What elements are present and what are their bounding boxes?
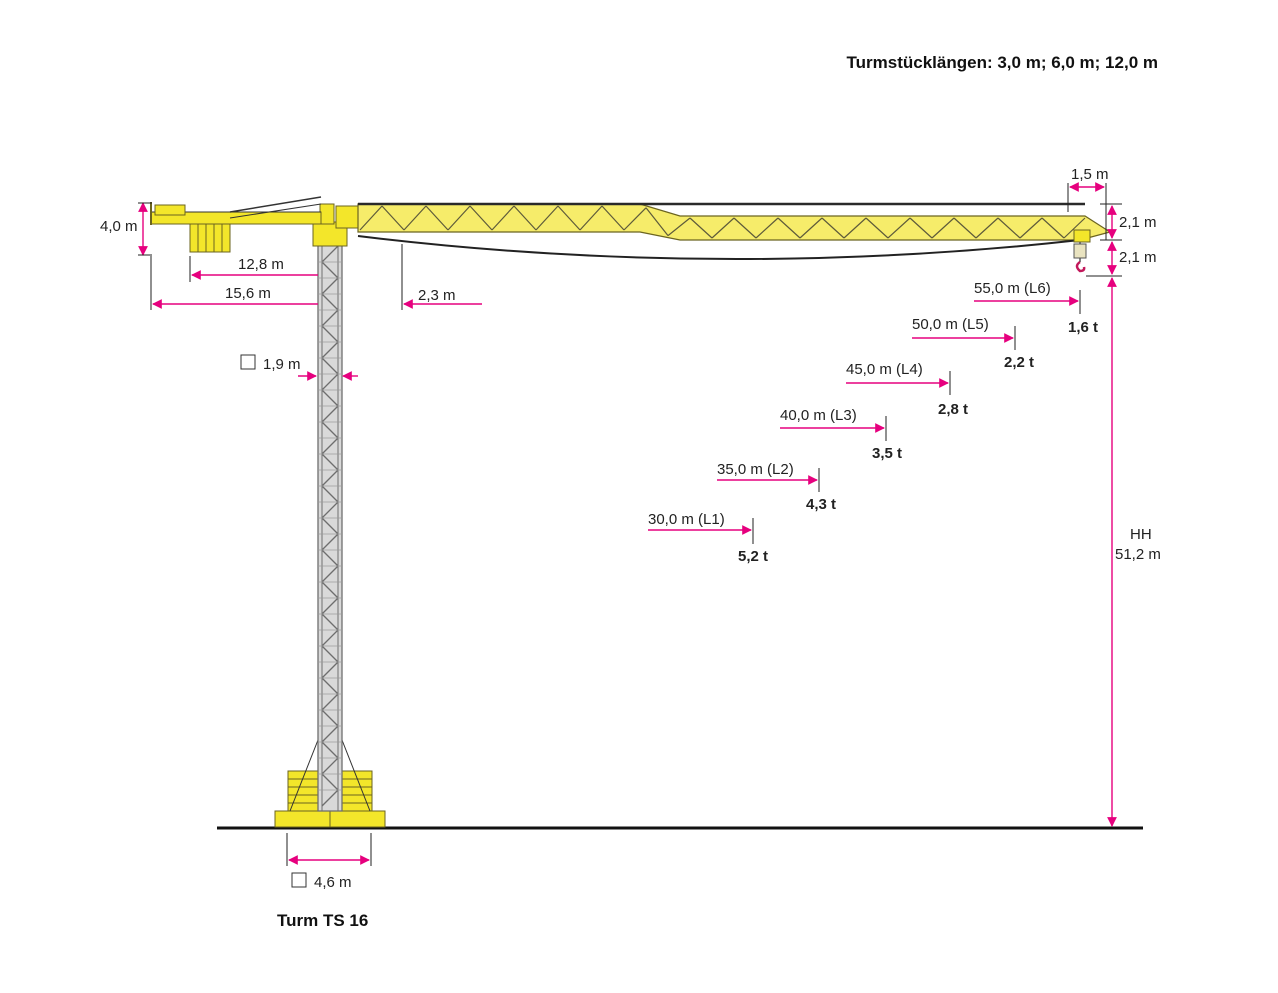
hook-height-label: HH [1130,526,1152,543]
trolley-hook [1073,229,1091,273]
crane-drawing [150,196,1112,828]
load-radius-label: 50,0 m (L5) [912,316,989,333]
load-point-l3: 40,0 m (L3) 3,5 t [780,407,902,462]
load-point-l5: 50,0 m (L5) 2,2 t [912,316,1034,371]
load-point-l6: 55,0 m (L6) 1,6 t [974,280,1098,336]
load-radius-label: 35,0 m (L2) [717,461,794,478]
jib-height-label: 2,1 m [1119,214,1157,231]
jib-tip-offset-label: 1,5 m [1071,166,1109,183]
hook-drop-label: 2,1 m [1119,249,1157,266]
load-point-l2: 35,0 m (L2) 4,3 t [717,461,836,513]
counterjib-radius-outer-label: 15,6 m [225,285,271,302]
min-hook-radius-label: 2,3 m [418,287,456,304]
base-ballast [274,739,386,828]
load-capacity-label: 2,8 t [938,401,968,418]
square-base-icon [291,872,307,888]
square-section-icon [240,354,256,370]
load-points: 30,0 m (L1) 5,2 t 35,0 m (L2) 4,3 t 40,0… [648,280,1098,565]
load-point-l4: 45,0 m (L4) 2,8 t [846,361,968,418]
load-radius-label: 40,0 m (L3) [780,407,857,424]
counterjib-radius-inner-label: 12,8 m [238,256,284,273]
base-section-label: 4,6 m [314,874,352,891]
load-capacity-label: 2,2 t [1004,354,1034,371]
jib [357,202,1112,261]
hook-height-value: 51,2 m [1115,546,1161,563]
tower-lengths-title: Turmstücklängen: 3,0 m; 6,0 m; 12,0 m [847,53,1158,72]
counter-jib [150,196,322,253]
load-capacity-label: 3,5 t [872,445,902,462]
load-radius-label: 55,0 m (L6) [974,280,1051,297]
tower-type-label: Turm TS 16 [277,911,368,930]
tower-lattice [317,243,343,812]
dimensions: 4,0 m 12,8 m 15,6 m 2,3 m 1,9 m 4,6 m 1,… [100,166,1161,891]
counterjib-height-label: 4,0 m [100,218,138,235]
load-radius-label: 30,0 m (L1) [648,511,725,528]
load-point-l1: 30,0 m (L1) 5,2 t [648,511,768,565]
load-capacity-label: 5,2 t [738,548,768,565]
load-radius-label: 45,0 m (L4) [846,361,923,378]
slewing-unit [312,203,359,247]
tower-section-label: 1,9 m [263,356,301,373]
load-capacity-label: 1,6 t [1068,319,1098,336]
load-capacity-label: 4,3 t [806,496,836,513]
